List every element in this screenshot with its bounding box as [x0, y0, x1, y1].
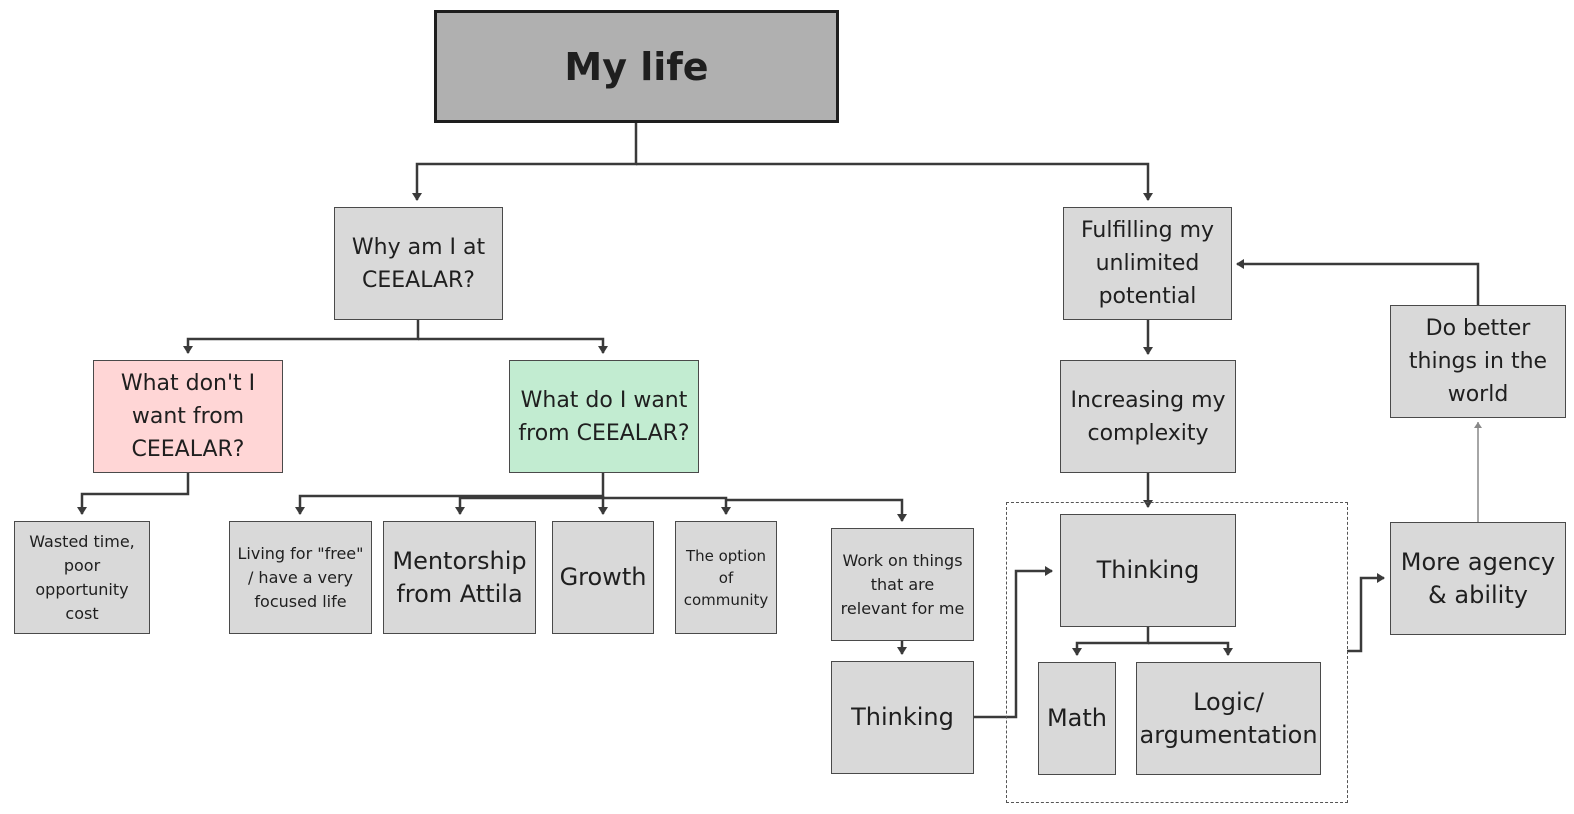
node-label: Thinking: [1096, 556, 1200, 584]
edge-thinking-logic: [1148, 641, 1233, 656]
edge-root-why: [412, 122, 638, 201]
node-community[interactable]: The option of community: [675, 521, 777, 634]
edge-dowant-work: [726, 498, 907, 522]
node-label: Increasing my complexity: [1070, 387, 1226, 446]
node-label: Wasted time, poor opportunity cost: [29, 531, 135, 623]
edge-why-dowant: [418, 337, 608, 354]
node-label: Math: [1046, 704, 1108, 732]
node-label: The option of community: [683, 546, 769, 609]
edge-dowant-living: [295, 472, 605, 515]
node-label: Mentorship from Attila: [392, 546, 527, 608]
node-why-am-i-at-ceealar[interactable]: Why am I at CEEALAR?: [334, 207, 503, 320]
node-label: Work on things that are relevant for me: [840, 550, 965, 618]
node-increasing-complexity[interactable]: Increasing my complexity: [1060, 360, 1236, 473]
node-growth[interactable]: Growth: [552, 521, 654, 634]
node-label: Do better things in the world: [1408, 316, 1548, 407]
node-mentorship[interactable]: Mentorship from Attila: [383, 521, 536, 634]
node-label: What do I want from CEEALAR?: [518, 387, 690, 446]
edge-thinking-math: [1072, 626, 1150, 656]
node-label: More agency & ability: [1400, 547, 1556, 609]
node-wasted-time[interactable]: Wasted time, poor opportunity cost: [14, 521, 150, 634]
node-label: Logic/ argumentation: [1139, 687, 1318, 749]
edge-better-fulfilling: [1236, 259, 1480, 305]
node-label: Living for "free" / have a very focused …: [237, 543, 364, 611]
node-what-do-i-want[interactable]: What do I want from CEEALAR?: [509, 360, 699, 473]
edge-why-dontwant: [183, 319, 420, 354]
node-work-on-things[interactable]: Work on things that are relevant for me: [831, 528, 974, 641]
node-fulfilling-potential[interactable]: Fulfilling my unlimited potential: [1063, 207, 1232, 320]
node-more-agency[interactable]: More agency & ability: [1390, 522, 1566, 635]
node-label: Thinking: [851, 703, 954, 731]
edge-dowant-mentorship: [455, 496, 603, 515]
node-thinking-left[interactable]: Thinking: [831, 661, 974, 774]
node-logic-argumentation[interactable]: Logic/ argumentation: [1136, 662, 1321, 775]
node-thinking-main[interactable]: Thinking: [1060, 514, 1236, 627]
node-math[interactable]: Math: [1038, 662, 1116, 775]
node-what-dont-i-want[interactable]: What don't I want from CEEALAR?: [93, 360, 283, 473]
node-root-label: My life: [564, 44, 709, 89]
node-label: Fulfilling my unlimited potential: [1080, 218, 1215, 309]
edge-group-agency: [1347, 573, 1385, 653]
node-label: Why am I at CEEALAR?: [351, 234, 486, 293]
node-label: What don't I want from CEEALAR?: [120, 371, 256, 462]
node-do-better-things[interactable]: Do better things in the world: [1390, 305, 1566, 418]
edge-dowant-community: [603, 496, 731, 515]
edge-root-fulfilling: [636, 162, 1153, 201]
node-living-for-free[interactable]: Living for "free" / have a very focused …: [229, 521, 372, 634]
edge-dontwant-wasted: [77, 472, 190, 515]
node-root[interactable]: My life: [434, 10, 839, 123]
thinking-group-frame: [1006, 502, 1348, 803]
node-label: Growth: [559, 563, 647, 591]
edge-thinkingleft-thinkingmain: [973, 566, 1053, 719]
